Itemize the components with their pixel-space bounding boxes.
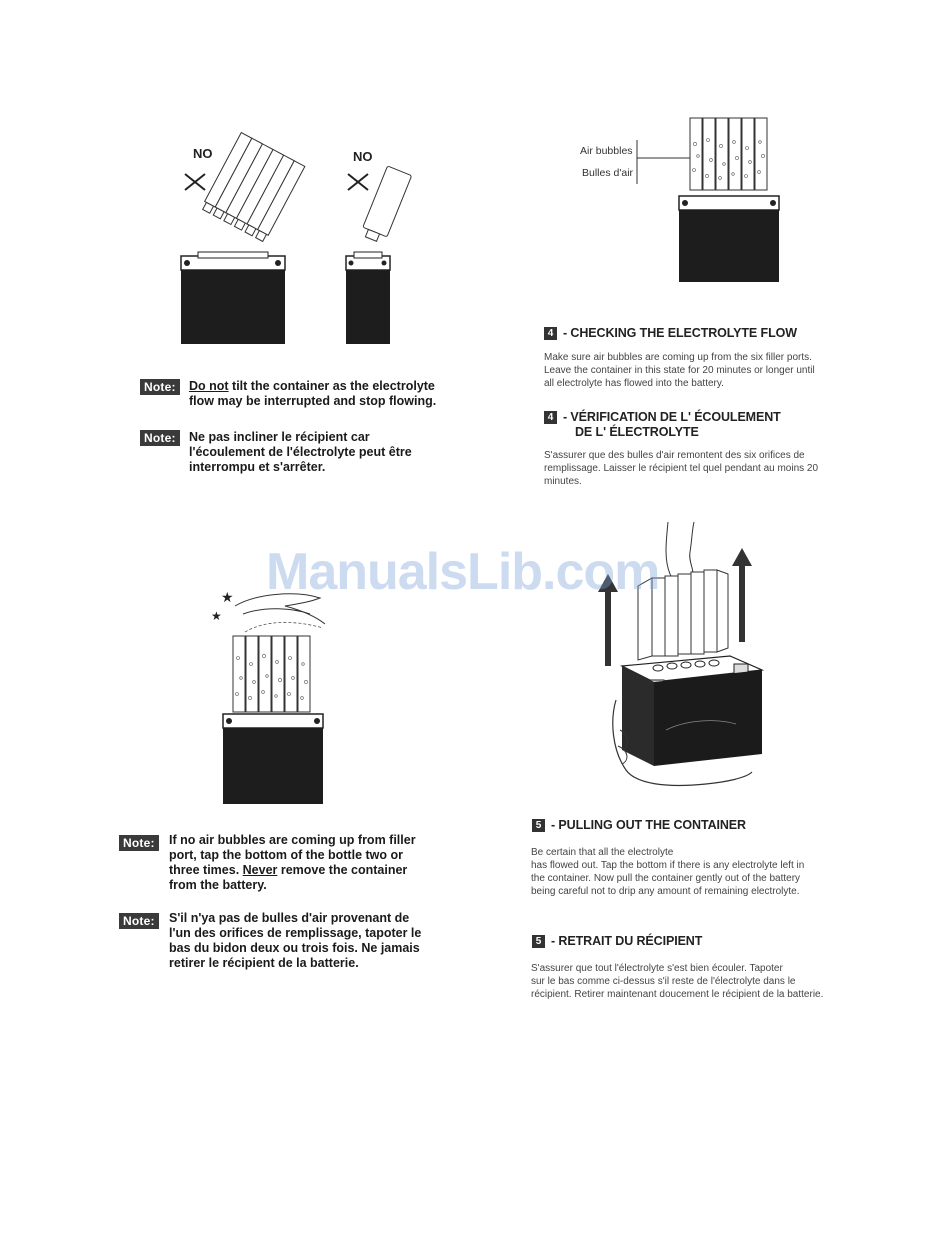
- battery-icon: [180, 251, 286, 344]
- tilted-container-single: [362, 166, 412, 242]
- step5-body-en: Be certain that all the electrolyte has …: [531, 847, 805, 897]
- note-text-fr: Ne pas incliner le récipient car l'écoul…: [189, 430, 412, 474]
- note-badge: Note:: [119, 913, 159, 929]
- step5-title-fr: - RETRAIT DU RÉCIPIENT: [551, 934, 703, 948]
- air-bubbles-label-fr: Bulles d'air: [582, 167, 634, 179]
- battery-icon: [345, 251, 391, 344]
- up-arrow-icon: [732, 548, 752, 642]
- hand-tapping-icon: ★ ★: [211, 590, 326, 633]
- step5-body-fr: S'assurer que tout l'électrolyte s'est b…: [531, 963, 824, 1000]
- step-number-4: 4: [544, 327, 557, 340]
- note-text-fr: S'il n'ya pas de bulles d'air provenant …: [169, 911, 422, 970]
- note-badge: Note:: [119, 835, 159, 851]
- battery-icon: [222, 713, 324, 804]
- cross-icon: [184, 173, 206, 191]
- step4-title-fr-2: DE L' ÉLECTROLYTE: [575, 425, 699, 439]
- tilted-container-six-cells: [201, 131, 306, 243]
- step5-title-en: - PULLING OUT THE CONTAINER: [551, 818, 746, 832]
- step-number-5: 5: [532, 819, 545, 832]
- step-number-5-fr: 5: [532, 935, 545, 948]
- step4-body-fr: S'assurer que des bulles d'air remontent…: [544, 450, 819, 487]
- no-label-2: NO: [353, 149, 373, 164]
- battery-icon: [678, 195, 780, 282]
- note-text-en: Do not tilt the container as the electro…: [189, 379, 437, 408]
- note-text-en: If no air bubbles are coming up from fil…: [169, 833, 416, 892]
- cross-icon: [347, 173, 369, 191]
- air-bubbles-label-en: Air bubbles: [580, 145, 633, 157]
- leader-line: [636, 140, 690, 184]
- svg-text:★: ★: [221, 590, 234, 606]
- battery-icon: [619, 655, 765, 766]
- up-arrow-icon: [598, 574, 618, 666]
- step4-body-en: Make sure air bubbles are coming up from…: [544, 352, 815, 389]
- step4-title-en: - CHECKING THE ELECTROLYTE FLOW: [563, 326, 797, 340]
- svg-text:★: ★: [211, 609, 222, 623]
- container-cells-with-bubbles: [689, 117, 768, 191]
- note-badge: Note:: [140, 430, 180, 446]
- step-number-4-fr: 4: [544, 411, 557, 424]
- container-lifted: [637, 569, 729, 661]
- watermark-text: ManualsLib.com: [266, 543, 660, 601]
- note-badge: Note:: [140, 379, 180, 395]
- hand-holding-icon: [612, 699, 753, 787]
- step4-title-fr-1: - VÉRIFICATION DE L' ÉCOULEMENT: [563, 410, 781, 424]
- no-label-1: NO: [193, 146, 213, 161]
- container-cells-with-bubbles: [232, 635, 311, 713]
